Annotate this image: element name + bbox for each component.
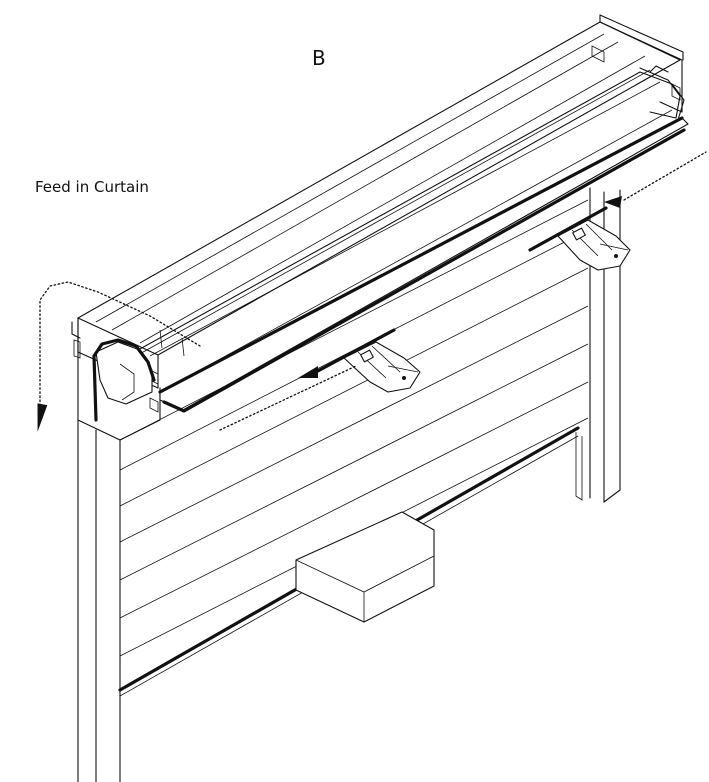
floor-block xyxy=(295,511,435,623)
view-label: B xyxy=(312,46,326,70)
feed-arrow-center xyxy=(219,365,357,431)
curtain-slats xyxy=(118,199,589,697)
head-box xyxy=(77,14,684,389)
curtain-strap-center xyxy=(314,328,421,393)
right-end-bracket xyxy=(591,21,683,119)
curtain-strap-right xyxy=(528,206,631,271)
drum-tick-marks xyxy=(159,329,185,357)
curtain-roll-profile xyxy=(92,338,156,422)
feed-in-curtain-label: Feed in Curtain xyxy=(35,178,149,196)
curtain-feed-edge xyxy=(158,109,689,413)
left-guide-post xyxy=(77,419,121,782)
feed-arrow-right xyxy=(604,151,707,208)
feed-arrow-left xyxy=(37,281,201,432)
